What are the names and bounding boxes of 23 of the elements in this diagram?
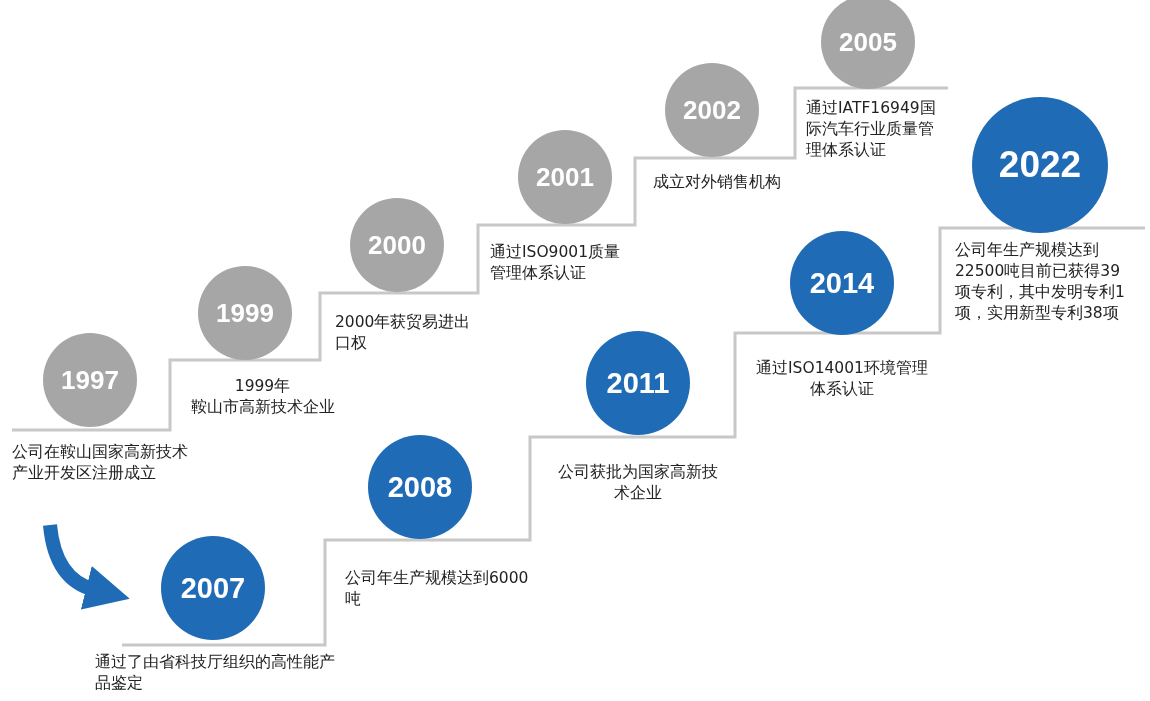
milestone-text: 2000年获贸易进出口权 [335,312,472,354]
milestone-text: 通过IATF16949国际汽车行业质量管理体系认证 [806,98,937,161]
milestone-text: 公司获批为国家高新技术企业 [557,462,719,504]
year-circle: 2022 [972,97,1108,233]
milestone-text: 鞍山市高新技术企业 [189,397,336,418]
year-circle: 2005 [821,0,915,89]
milestone-text: 通过ISO9001质量管理体系认证 [490,242,622,284]
year-circle: 2011 [586,331,690,435]
milestone-text: 通过了由省科技厅组织的高性能产品鉴定 [95,652,335,694]
year-circle: 2008 [368,435,472,539]
milestone-text: 通过ISO14001环境管理体系认证 [755,358,929,400]
year-circle: 1999 [198,266,292,360]
year-circle: 2001 [518,130,612,224]
milestone-text: 公司在鞍山国家高新技术产业开发区注册成立 [12,442,189,484]
year-circle: 2014 [790,231,894,335]
milestone-text: 成立对外销售机构 [653,172,782,193]
year-circle: 2002 [665,63,759,157]
milestone-text: 公司年生产规模达到22500吨目前已获得39项专利，其中发明专利1项，实用新型专利38项 [955,240,1126,324]
year-circle: 2000 [350,198,444,292]
milestone-text: 1999年 [233,376,292,397]
milestone-text: 公司年生产规模达到6000吨 [345,568,530,610]
year-circle: 2007 [161,536,265,640]
year-circle: 1997 [43,333,137,427]
